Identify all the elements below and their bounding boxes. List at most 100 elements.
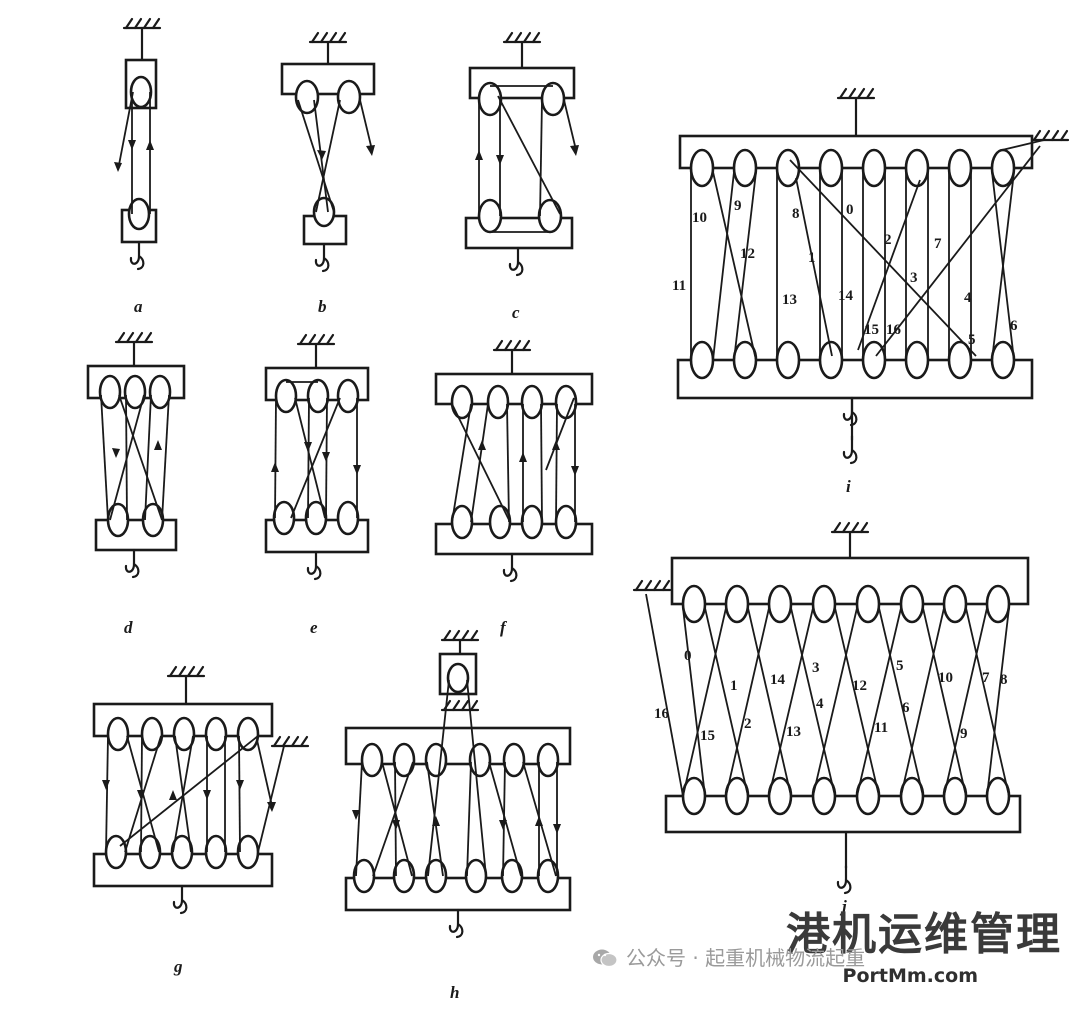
watermark-domain: PortMm.com: [842, 965, 978, 987]
svg-text:6: 6: [1010, 318, 1018, 334]
panel-h-top-sheave-6: [536, 742, 560, 778]
panel-h-bottom-sheave-2: [392, 858, 416, 894]
panel-i-bottom-block: [676, 358, 1034, 400]
watermark: 港机运维管理 公众号 · 起重机械物流起重 PortMm.com: [592, 910, 1062, 1000]
panel-i-top-sheave-6: [904, 148, 930, 188]
svg-text:10: 10: [692, 210, 707, 226]
panel-g-ropes: [102, 735, 285, 853]
panel-a-ropes: [114, 91, 154, 214]
svg-text:11: 11: [874, 720, 888, 736]
panel-c: c: [464, 31, 579, 322]
watermark-account: 公众号 · 起重机械物流起重: [592, 946, 865, 970]
svg-text:16: 16: [654, 706, 670, 722]
panel-g-bottom-sheave-3: [170, 834, 194, 870]
panel-h-label: h: [450, 983, 459, 1002]
panel-j-top-sheave-4: [811, 584, 837, 624]
svg-text:14: 14: [838, 288, 854, 304]
panel-d-top-sheave-2: [123, 374, 147, 410]
panel-j-ropes: [645, 593, 1010, 797]
panel-j-top-sheave-8: [985, 584, 1011, 624]
panel-d-bottom-sheave-2: [141, 502, 165, 538]
svg-text:9: 9: [734, 198, 742, 214]
panel-i-top-sheave-3: [775, 148, 801, 188]
panel-f-bottom-sheave-3: [520, 504, 544, 540]
panel-f-ropes: [451, 397, 579, 523]
panel-b: b: [280, 31, 376, 316]
panel-i-top-anchor: [836, 87, 876, 100]
panel-e-label: e: [310, 618, 318, 637]
svg-text:9: 9: [960, 726, 968, 742]
panel-h-ropes: [352, 679, 561, 877]
panel-h-top-sheave-2: [392, 742, 416, 778]
panel-d-label: d: [124, 618, 133, 637]
panel-h: h: [344, 629, 572, 1002]
svg-text:2: 2: [744, 716, 752, 732]
panel-j-top-anchor: [830, 521, 870, 534]
panel-e-top-sheave-3: [336, 378, 360, 414]
panel-g-bottom-sheave-1: [104, 834, 128, 870]
svg-text:13: 13: [782, 292, 797, 308]
panel-h-bottom-sheave-1: [352, 858, 376, 894]
svg-text:15: 15: [700, 728, 715, 744]
panel-b-hook: [314, 242, 330, 273]
wechat-icon: [593, 949, 618, 968]
panel-i-top-sheave-7: [947, 148, 973, 188]
panel-d-hook: [124, 548, 140, 579]
svg-text:12: 12: [740, 246, 755, 262]
panel-a-hook: [129, 240, 145, 271]
panel-a-top-anchor: [122, 17, 162, 62]
svg-text:8: 8: [792, 206, 800, 222]
panel-e-ropes: [271, 381, 361, 519]
panel-a: a: [114, 17, 162, 316]
svg-text:7: 7: [982, 670, 990, 686]
panel-i-bottom-sheave-6: [904, 340, 930, 380]
panel-e-bottom-sheave-1: [272, 500, 296, 536]
panel-c-top-sheave-1: [477, 81, 503, 117]
svg-text:3: 3: [812, 660, 820, 676]
panel-g-top-sheave-2: [140, 716, 164, 752]
panel-g-bottom-sheave-4: [204, 834, 228, 870]
svg-text:8: 8: [1000, 672, 1008, 688]
panel-f: f: [434, 339, 594, 637]
panel-h-top-sheave-1: [360, 742, 384, 778]
panel-g-top-sheave-3: [172, 716, 196, 752]
panel-b-top-sheave-1: [294, 79, 320, 115]
svg-text:6: 6: [902, 700, 910, 716]
panel-c-hook: [508, 246, 524, 277]
panel-i-rope-numbers: 10 9 8 0 12 1 2 7 11 13 14 3 4 15 16 5 6: [672, 198, 1018, 348]
panel-b-label: b: [318, 297, 327, 316]
svg-text:16: 16: [886, 322, 902, 338]
panel-h-bottom-sheave-5: [500, 858, 524, 894]
svg-text:14: 14: [770, 672, 786, 688]
svg-text:11: 11: [672, 278, 686, 294]
panel-f-label: f: [500, 618, 508, 637]
panel-a-bottom-sheave: [127, 197, 151, 231]
panel-d-bottom-sheave-1: [106, 502, 130, 538]
panel-g-bottom-sheave-5: [236, 834, 260, 870]
panel-f-top-sheave-2: [486, 384, 510, 420]
svg-text:1: 1: [730, 678, 738, 694]
svg-text:0: 0: [684, 648, 692, 664]
panel-a-top-sheave: [129, 75, 153, 109]
watermark-account-text: 公众号 · 起重机械物流起重: [626, 946, 866, 970]
panel-j-label: j: [839, 897, 847, 916]
panel-c-top-sheave-2: [540, 81, 566, 117]
panel-i-top-sheave-4: [818, 148, 844, 188]
panel-b-top-anchor: [308, 31, 348, 66]
panel-j-top-sheave-2: [724, 584, 750, 624]
panel-e-top-anchor: [296, 333, 336, 346]
panel-j: 0 1 14 3 12 5 10 7 8 16 15 2 13 4 11 6 9…: [632, 521, 1030, 916]
svg-text:15: 15: [864, 322, 879, 338]
svg-text:2: 2: [884, 232, 892, 248]
panel-g-top-sheave-5: [236, 716, 260, 752]
svg-text:3: 3: [910, 270, 918, 286]
panel-i-bottom-sheave-3: [775, 340, 801, 380]
panel-g-hook: [172, 884, 188, 915]
panel-c-bottom-sheave-2: [537, 198, 563, 234]
panel-f-bottom-sheave-4: [554, 504, 578, 540]
panel-h-bottom-sheave-4: [464, 858, 488, 894]
panel-i-bottom-sheave-1: [689, 340, 715, 380]
svg-text:4: 4: [964, 290, 972, 306]
watermark-brand: 港机运维管理: [786, 909, 1062, 960]
